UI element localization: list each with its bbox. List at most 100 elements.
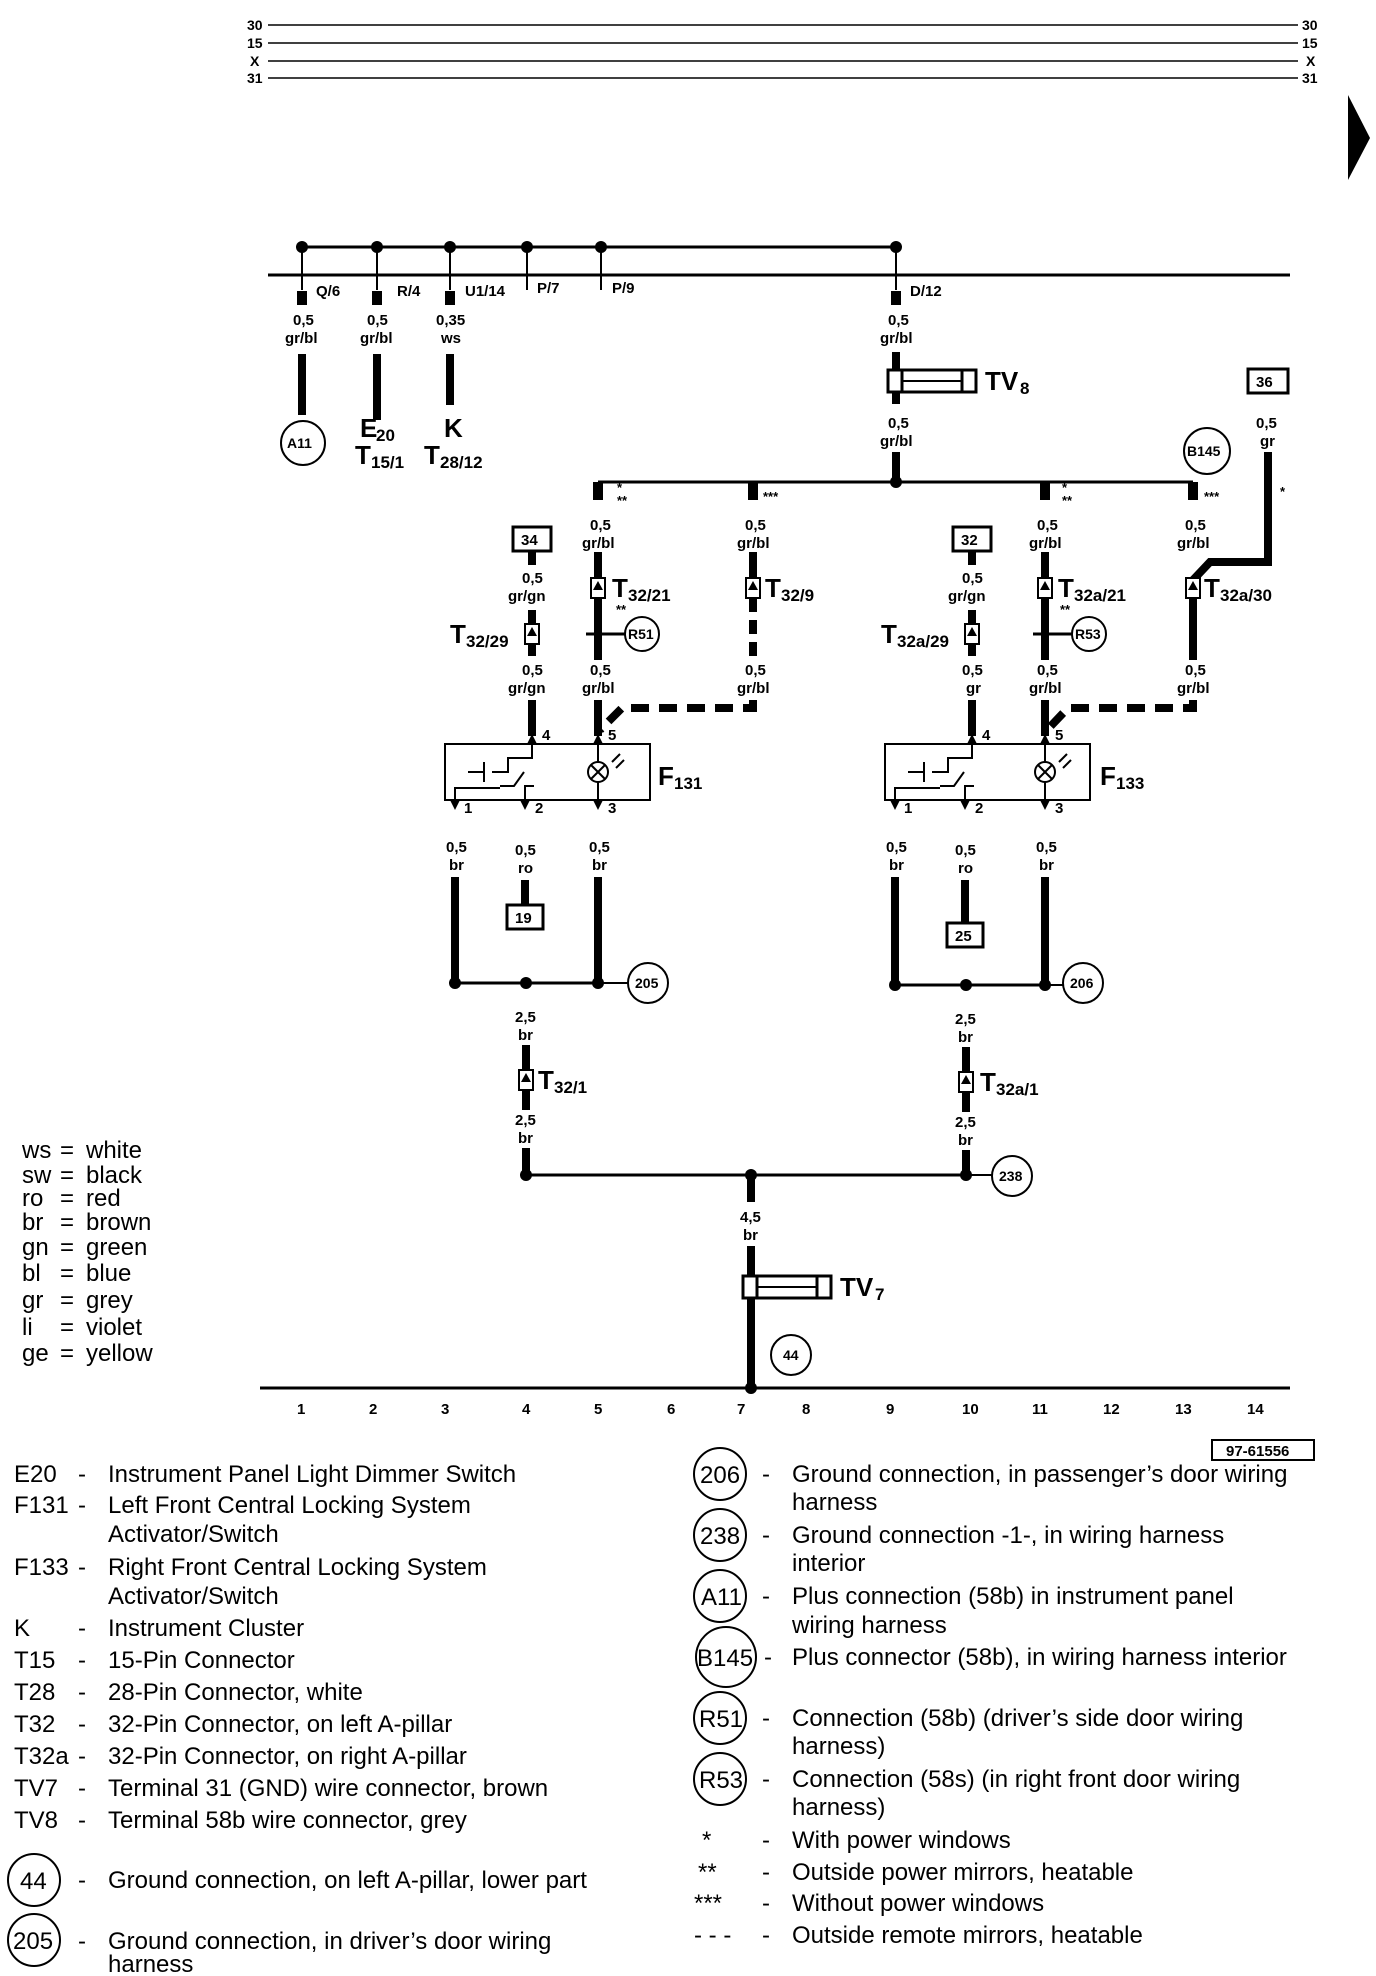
f131-switch[interactable]: F 131 (444, 734, 702, 801)
diagram-label: F131 (14, 1492, 69, 1519)
diagram-label: - (762, 1461, 770, 1488)
ground-206[interactable]: 206 (1062, 962, 1104, 1004)
diagram-label: - (762, 1583, 770, 1610)
wire-r4-label: 0,5 gr/bl (360, 312, 393, 347)
rail-31-left: 31 (247, 70, 263, 86)
diagram-label: yellow (86, 1340, 153, 1367)
connector-t32-21[interactable]: T 32/21 (590, 573, 671, 605)
b145-circle[interactable]: B145 (1183, 427, 1231, 475)
diagram-label: br (592, 857, 607, 874)
diagram-label: gr/bl (582, 535, 615, 552)
box-34[interactable]: 34 (511, 525, 553, 553)
r53-circle[interactable]: R53 (1071, 616, 1107, 652)
diagram-label: 0,5 (522, 570, 543, 587)
diagram-label: Outside power mirrors, heatable (792, 1859, 1133, 1886)
diagram-label: gr/bl (737, 680, 770, 697)
diagram-label: - (78, 1867, 86, 1894)
diagram-label: 34 (521, 532, 538, 549)
diagram-label: 206 (700, 1462, 740, 1489)
diagram-label: gr/bl (737, 535, 770, 552)
connector-t32a-30[interactable]: T 32a/30 (1185, 573, 1272, 605)
rail-15-left: 15 (247, 35, 263, 51)
diagram-label: 0,5 (886, 839, 907, 856)
distribution-drop-wires (594, 552, 1197, 580)
diagram-label: Terminal 31 (GND) wire connector, brown (108, 1775, 548, 1802)
r53-label: R53 (1075, 626, 1101, 642)
diagram-label: Ground connection, in passenger’s door w… (792, 1461, 1287, 1488)
diagram-label: 3 (1055, 800, 1063, 817)
continue-arrow-icon[interactable] (1348, 95, 1370, 180)
diagram-label: T28 (14, 1679, 55, 1706)
f133-dashed-feed (1044, 700, 1197, 733)
diagram-label: 10 (962, 1401, 979, 1418)
bus-junctions (296, 241, 902, 305)
diagram-label: Activator/Switch (108, 1583, 279, 1610)
wire-right-3star-label: 0,5 gr/bl (1177, 517, 1210, 552)
diagram-label: 15/1 (371, 453, 404, 472)
diagram-label: ** (1062, 493, 1073, 508)
diagram-label: 15-Pin Connector (108, 1647, 295, 1674)
diagram-label: black (86, 1162, 143, 1189)
legend-notes: * - With power windows ** - Outside powe… (694, 1827, 1143, 1949)
diagram-label: = (60, 1260, 74, 1287)
diagram-label: * (617, 480, 623, 495)
diagram-label: 0,35 (436, 312, 465, 329)
diagram-label: T (1058, 573, 1074, 603)
box-25[interactable]: 25 (945, 921, 985, 949)
box-19[interactable]: 19 (505, 903, 545, 931)
diagram-label: 25 (955, 928, 972, 945)
diagram-label: gn (22, 1234, 49, 1261)
connector-t32-1[interactable]: T 32/1 (518, 1065, 587, 1097)
diagram-label: grey (86, 1287, 133, 1314)
ground-238[interactable]: 238 (991, 1155, 1033, 1197)
tv7-connector[interactable]: TV 7 (741, 1272, 884, 1304)
tv8-connector[interactable]: TV 8 (886, 366, 1029, 398)
diagram-label: 238 (999, 1168, 1023, 1184)
diagram-label: 0,5 (1036, 839, 1057, 856)
diagram-label: E20 (14, 1461, 57, 1488)
wire-lf2-label: 0,5 ro (515, 842, 536, 877)
f133-input-wires (968, 700, 1049, 736)
k-label: K T 28/12 (424, 413, 483, 472)
a11-label: A11 (287, 435, 312, 451)
r51-branch-wires (594, 598, 1197, 660)
ground-44[interactable]: 44 (770, 1334, 812, 1376)
diagram-label: B145 (697, 1645, 753, 1672)
connector-t32a-1[interactable]: T 32a/1 (958, 1067, 1039, 1099)
f133-switch[interactable]: F 133 (884, 734, 1144, 801)
diagram-label: gr/bl (1029, 535, 1062, 552)
r51-label: R51 (628, 626, 654, 642)
connector-t32-29[interactable]: T 32/29 (450, 619, 540, 651)
wire-rf2-label: 0,5 ro (955, 842, 976, 877)
f133-pins: 4 5 1 2 3 (904, 727, 1063, 817)
diagram-label: harness) (792, 1733, 885, 1760)
ground-205[interactable]: 205 (627, 962, 669, 1004)
wire-rf3-label: 0,5 br (1036, 839, 1057, 874)
diagram-label: 4 (542, 727, 551, 744)
connector-t32-9[interactable]: T 32/9 (745, 573, 814, 605)
diagram-label: 205 (635, 975, 659, 991)
r51-circle[interactable]: R51 (624, 616, 660, 652)
diagram-label: - (78, 1679, 86, 1706)
legend-left-circles: 44 - Ground connection, on left A-pillar… (7, 1853, 587, 1976)
wire-main-gnd-label: 4,5 br (740, 1209, 761, 1244)
diagram-label: ** (616, 602, 627, 617)
diagram-label: K (444, 413, 463, 443)
diagram-label: 0,5 (367, 312, 388, 329)
diagram-label: Plus connection (58b) in instrument pane… (792, 1583, 1234, 1610)
rail-x-left: X (250, 53, 260, 69)
connector-t32a-21[interactable]: T 32a/21 (1037, 573, 1126, 605)
diagram-label: = (60, 1137, 74, 1164)
diagram-label: 2 (535, 800, 543, 817)
box-32[interactable]: 32 (951, 525, 993, 553)
wire-right-star-label-bottom: 0,5 gr/bl (1029, 662, 1062, 697)
diagram-label: 2 (369, 1401, 377, 1418)
connector-t32a-29[interactable]: T 32a/29 (881, 619, 980, 651)
a11-circle[interactable]: A11 (280, 420, 326, 466)
diagram-label: With power windows (792, 1827, 1011, 1854)
diagram-label: 0,5 (888, 312, 909, 329)
diagram-label: 32a/30 (1220, 586, 1272, 605)
box-36[interactable]: 36 (1246, 367, 1290, 395)
diagram-label: - (78, 1492, 86, 1519)
diagram-label: ge (22, 1340, 49, 1367)
